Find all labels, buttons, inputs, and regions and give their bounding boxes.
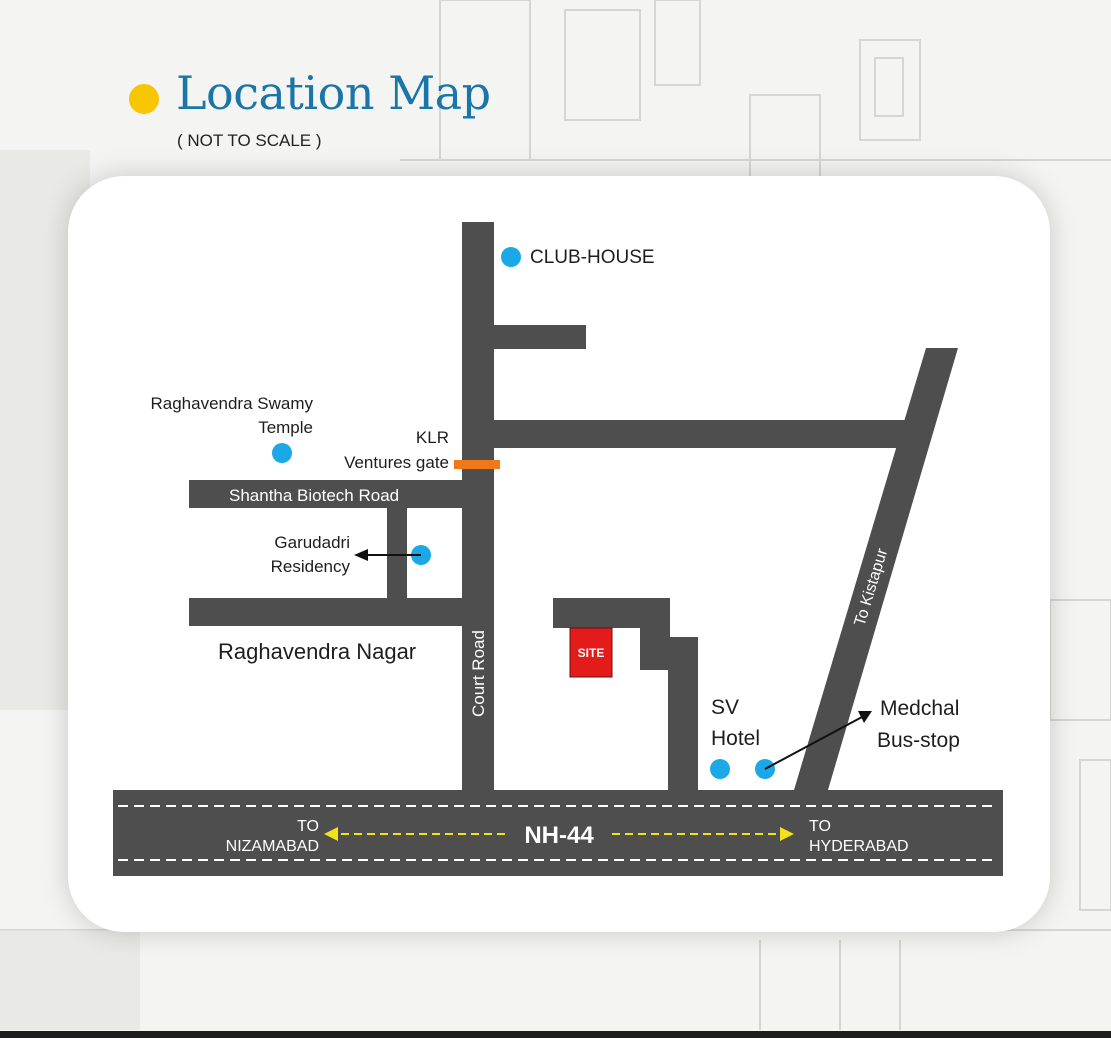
site-road [553, 598, 698, 790]
medchal-pointer-line [764, 716, 863, 770]
title-bullet-icon [129, 84, 159, 114]
arrow-left-icon [324, 827, 338, 841]
site-label: SITE [578, 646, 605, 660]
page-title: Location Map [176, 66, 491, 120]
temple-label-line2: Temple [258, 418, 313, 437]
garudadri-label-line1: Garudadri [274, 533, 350, 552]
to-nizamabad-label-line1: TO [297, 818, 319, 835]
club-house-marker-icon [501, 247, 521, 267]
temple-label-line1: Raghavendra Swamy [150, 394, 313, 413]
court-road-label: Court Road [469, 630, 488, 717]
klr-gate-marker [454, 460, 500, 469]
branch-road-top [494, 325, 586, 349]
klr-label-line1: KLR [416, 428, 449, 447]
sv-hotel-marker-icon [710, 759, 730, 779]
scale-note: ( NOT TO SCALE ) [177, 131, 322, 150]
to-hyderabad-label-line2: HYDERABAD [809, 838, 909, 855]
club-house-label: CLUB-HOUSE [530, 247, 655, 268]
nh44-highway [113, 790, 1003, 876]
to-hyderabad-label-line1: TO [809, 818, 831, 835]
to-nizamabad-label-line2: NIZAMABAD [226, 838, 319, 855]
raghavendra-nagar-road [189, 598, 462, 626]
temple-marker-icon [272, 443, 292, 463]
arrow-right-icon [780, 827, 794, 841]
medchal-pointer-icon [858, 711, 872, 723]
klr-label-line2: Ventures gate [344, 453, 449, 472]
court-road [462, 222, 494, 790]
garudadri-pointer-icon [354, 549, 368, 561]
site-marker [569, 627, 613, 678]
kistapur-road [794, 348, 958, 790]
medchal-label-line2: Bus-stop [877, 729, 960, 752]
bottom-border [0, 1031, 1111, 1038]
garudadri-label-line2: Residency [271, 557, 351, 576]
east-road [494, 420, 910, 448]
garudadri-road [387, 508, 407, 598]
highway-label: NH-44 [524, 822, 594, 849]
sv-hotel-label-line1: SV [711, 696, 739, 719]
sv-hotel-label-line2: Hotel [711, 727, 760, 750]
raghavendra-nagar-label: Raghavendra Nagar [218, 639, 416, 664]
medchal-label-line1: Medchal [880, 697, 959, 720]
shantha-road-label: Shantha Biotech Road [229, 486, 399, 505]
shantha-biotech-road [189, 480, 462, 508]
